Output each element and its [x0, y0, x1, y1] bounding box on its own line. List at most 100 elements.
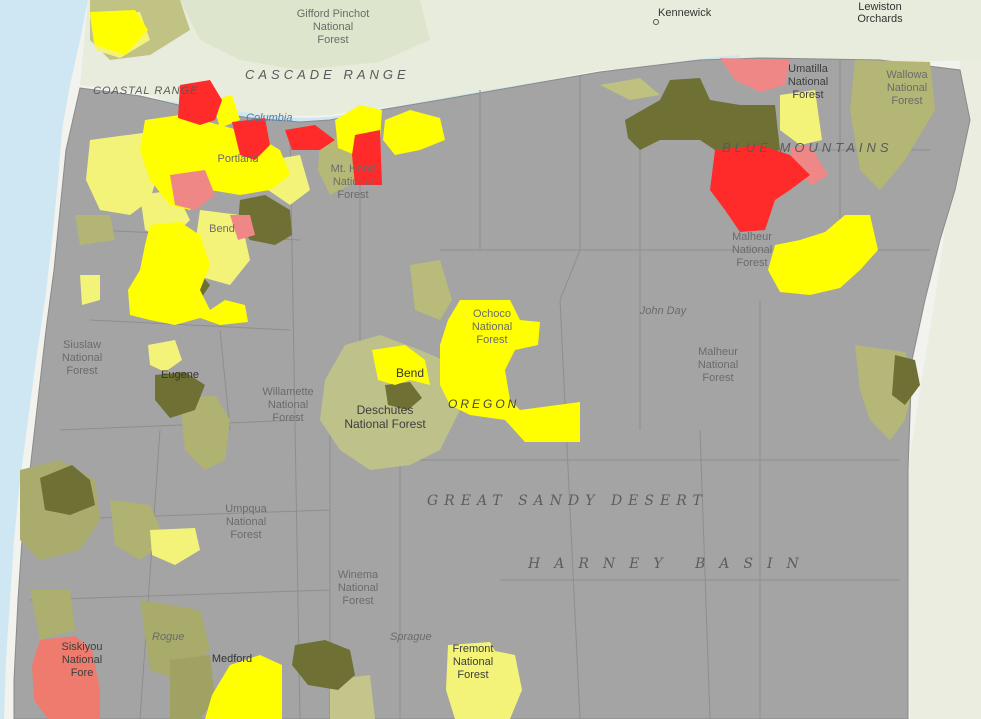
label-fremont: Forest [457, 669, 488, 681]
south-labels: Umpqua National Forest Winema National F… [62, 503, 494, 681]
zone-yellow [372, 345, 430, 385]
label-fremont: Fremont [453, 643, 494, 655]
label-lewiston: Lewiston [858, 1, 901, 13]
label-mt-hood: Mt. Hood [331, 163, 376, 175]
label-malheur-north: Forest [736, 257, 767, 269]
label-bend-north: Bend [209, 223, 235, 235]
zone-dark-olive [385, 382, 422, 410]
zone-red [285, 125, 335, 150]
label-gifford-pinchot: National [313, 21, 353, 33]
label-malheur: National [698, 359, 738, 371]
label-mt-hood: Forest [337, 189, 368, 201]
label-mt-hood: National [333, 176, 373, 188]
label-portland: Portland [218, 153, 259, 165]
label-gifford-pinchot: Forest [317, 34, 348, 46]
zone-salmon [32, 636, 100, 719]
label-malheur-north: National [732, 244, 772, 256]
label-ochoco: Ochoco [473, 308, 511, 320]
label-umatilla: Umatilla [788, 63, 829, 75]
label-harney-basin: HARNEY BASIN [527, 556, 813, 572]
zone-olive [180, 395, 230, 470]
label-malheur: Forest [702, 372, 733, 384]
label-willamette: National [268, 399, 308, 411]
label-winema: Forest [342, 595, 373, 607]
zone-red [710, 145, 810, 232]
label-siskiyou: Siskiyou [62, 641, 103, 653]
zone-dark-olive [292, 640, 355, 690]
label-sprague: Sprague [390, 631, 432, 643]
zone-red [352, 130, 382, 185]
zone-yellow [383, 110, 445, 155]
zone-pink [790, 145, 828, 185]
zone-olive [170, 655, 215, 719]
label-siuslaw: Forest [66, 365, 97, 377]
zone-yellow [128, 222, 248, 325]
county-boundaries [29, 60, 930, 719]
label-winema: National [338, 582, 378, 594]
label-ochoco: Forest [476, 334, 507, 346]
washington-forest-shade [180, 0, 430, 70]
label-deschutes: National Forest [344, 417, 426, 431]
label-john-day: John Day [639, 305, 688, 317]
label-umpqua: Umpqua [225, 503, 267, 515]
label-great-sandy-desert: GREAT SANDY DESERT [427, 493, 708, 509]
zone-dark-olive [155, 372, 205, 418]
zone-yellow [440, 300, 580, 442]
zone-yellow [768, 215, 878, 295]
label-cascade-range: CASCADE RANGE [245, 67, 410, 82]
label-kennewick: Kennewick [658, 7, 712, 19]
label-bend: Bend [396, 366, 424, 380]
northwest-labels: Portland Mt. Hood National Forest Bend S… [62, 153, 376, 424]
zone-light-yellow [80, 275, 100, 305]
zone-red [178, 80, 222, 125]
label-orchards: Orchards [857, 13, 903, 25]
zone-light-yellow [148, 340, 182, 372]
zone-yellow [90, 10, 148, 55]
label-siuslaw: Siuslaw [63, 339, 101, 351]
red-zones [178, 80, 810, 232]
label-rogue: Rogue [152, 631, 184, 643]
label-malheur-north: Malheur [732, 231, 772, 243]
label-willamette: Forest [272, 412, 303, 424]
label-wallowa: Forest [891, 95, 922, 107]
zone-pink [170, 170, 215, 210]
zone-pink [720, 58, 790, 92]
label-gifford-pinchot: Gifford Pinchot [297, 8, 370, 20]
zone-light-yellow [150, 528, 200, 565]
label-ochoco: National [472, 321, 512, 333]
label-blue-mountains: BLUE MOUNTAINS [722, 140, 893, 155]
zone-dark-olive [892, 355, 920, 405]
label-malheur: Malheur [698, 346, 738, 358]
label-umpqua: Forest [230, 529, 261, 541]
pacific-ocean [0, 0, 88, 719]
label-wallowa: Wallowa [886, 69, 928, 81]
label-siskiyou: Fore [71, 667, 94, 679]
label-willamette: Willamette [262, 386, 313, 398]
label-fremont: National [453, 656, 493, 668]
label-medford: Medford [212, 653, 252, 665]
zone-red [232, 118, 270, 160]
zone-pink [230, 215, 255, 240]
zone-dark-olive [40, 465, 95, 515]
city-marker-icon [653, 19, 659, 25]
label-columbia: Columbia [246, 112, 292, 124]
label-siuslaw: National [62, 352, 102, 364]
pink-zones [170, 58, 828, 240]
label-coastal-range: COASTAL RANGE [93, 85, 199, 97]
label-umatilla: National [788, 76, 828, 88]
label-eugene: Eugene [161, 369, 199, 381]
zone-olive [600, 78, 660, 100]
northeast-labels: Umatilla National Forest Wallowa Nationa… [722, 63, 928, 269]
label-deschutes: Deschutes [357, 403, 414, 417]
zone-light-yellow [780, 90, 822, 145]
zone-dark-olive [625, 78, 780, 160]
top-labels: Gifford Pinchot National Forest Kennewic… [93, 1, 903, 124]
label-umpqua: National [226, 516, 266, 528]
zone-light-yellow [490, 650, 522, 719]
zone-yellow [205, 655, 282, 719]
label-oregon: OREGON [448, 397, 519, 411]
zone-olive [75, 215, 115, 245]
zone-olive [410, 260, 452, 320]
